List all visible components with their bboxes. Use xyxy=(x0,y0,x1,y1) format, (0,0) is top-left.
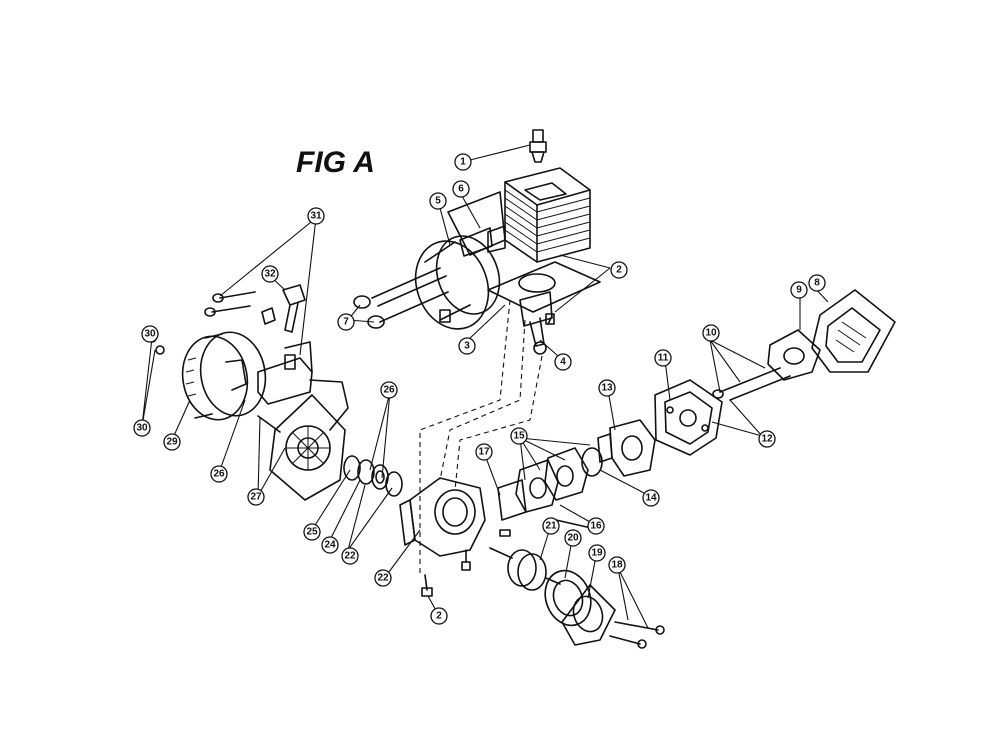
air-filter-element xyxy=(767,329,821,381)
svg-text:6: 6 xyxy=(458,184,464,195)
svg-text:30: 30 xyxy=(144,329,156,340)
flywheel xyxy=(147,331,267,421)
callout-6: 6 xyxy=(452,180,470,198)
figure-title: FIG A xyxy=(296,146,375,179)
callout-22-bottom: 22 xyxy=(374,569,392,587)
callout-18: 18 xyxy=(608,556,626,574)
svg-text:24: 24 xyxy=(324,540,336,551)
callout-8: 8 xyxy=(808,274,826,292)
callout-17: 17 xyxy=(475,443,493,461)
callout-15: 15 xyxy=(510,427,528,445)
svg-text:22: 22 xyxy=(344,551,356,562)
callout-30-bottom: 30 xyxy=(133,419,151,437)
callout-22-left: 22 xyxy=(341,547,359,565)
engine-shroud xyxy=(414,191,506,330)
svg-text:22: 22 xyxy=(377,573,389,584)
assembly-guide-lines xyxy=(419,299,543,575)
svg-text:15: 15 xyxy=(513,431,525,442)
crankshaft xyxy=(489,529,561,591)
callout-16: 16 xyxy=(587,517,605,535)
callout-14: 14 xyxy=(642,489,660,507)
mounting-bolts xyxy=(353,267,555,329)
svg-text:3: 3 xyxy=(464,341,470,352)
svg-text:19: 19 xyxy=(591,548,603,559)
callout-10: 10 xyxy=(702,324,720,342)
callout-5: 5 xyxy=(429,192,447,210)
callout-29: 29 xyxy=(163,433,181,451)
callout-24: 24 xyxy=(321,536,339,554)
svg-text:2: 2 xyxy=(436,611,442,622)
svg-text:11: 11 xyxy=(658,353,669,364)
svg-text:7: 7 xyxy=(343,317,349,328)
callout-20: 20 xyxy=(564,529,582,547)
svg-text:21: 21 xyxy=(545,521,557,532)
clutch-parts xyxy=(544,569,616,646)
callout-1: 1 xyxy=(454,153,472,171)
leader-lines xyxy=(141,144,829,629)
coil-screws xyxy=(204,291,256,317)
svg-text:26: 26 xyxy=(383,385,395,396)
callout-2-top: 2 xyxy=(610,261,628,279)
svg-text:27: 27 xyxy=(250,492,262,503)
svg-text:20: 20 xyxy=(567,533,579,544)
bearings-and-seals xyxy=(343,455,403,497)
svg-text:30: 30 xyxy=(136,423,148,434)
svg-text:12: 12 xyxy=(761,434,773,445)
svg-text:29: 29 xyxy=(166,437,178,448)
callout-31: 31 xyxy=(307,207,325,225)
svg-text:13: 13 xyxy=(601,383,613,394)
spark-plug xyxy=(529,129,547,163)
callout-13: 13 xyxy=(598,379,616,397)
callout-9: 9 xyxy=(790,281,808,299)
svg-text:9: 9 xyxy=(796,285,802,296)
callout-11: 11 xyxy=(654,349,672,367)
callout-27: 27 xyxy=(247,488,265,506)
carburetor xyxy=(597,419,656,477)
callout-19: 19 xyxy=(588,544,606,562)
svg-text:1: 1 xyxy=(460,157,466,168)
svg-text:16: 16 xyxy=(590,521,602,532)
callout-30-top: 30 xyxy=(141,325,159,343)
svg-text:18: 18 xyxy=(611,560,623,571)
svg-text:2: 2 xyxy=(616,265,622,276)
svg-text:32: 32 xyxy=(264,269,276,280)
callout-2-bottom: 2 xyxy=(430,607,448,625)
svg-text:4: 4 xyxy=(560,357,566,368)
piston xyxy=(519,291,553,355)
starter-plate xyxy=(257,394,346,501)
svg-text:26: 26 xyxy=(213,469,225,480)
air-filter-cover xyxy=(811,289,896,373)
clutch-screws xyxy=(609,621,665,649)
crankcase xyxy=(399,477,486,557)
svg-text:8: 8 xyxy=(814,278,820,289)
svg-text:17: 17 xyxy=(478,447,490,458)
callout-32: 32 xyxy=(261,265,279,283)
bottom-bolts xyxy=(421,549,471,597)
callout-25: 25 xyxy=(303,523,321,541)
svg-text:25: 25 xyxy=(306,527,318,538)
callout-12: 12 xyxy=(758,430,776,448)
cylinder-base-plate xyxy=(487,261,601,313)
spark-plug-boot xyxy=(261,284,306,333)
callout-4: 4 xyxy=(554,353,572,371)
long-bolts xyxy=(712,367,791,401)
ignition-coil xyxy=(257,341,349,431)
svg-text:31: 31 xyxy=(310,211,322,222)
air-box xyxy=(654,379,723,456)
callout-21: 21 xyxy=(542,517,560,535)
callout-3: 3 xyxy=(458,337,476,355)
svg-text:5: 5 xyxy=(435,196,441,207)
svg-text:14: 14 xyxy=(645,493,657,504)
callout-26-top: 26 xyxy=(380,381,398,399)
callout-26-left: 26 xyxy=(210,465,228,483)
svg-text:10: 10 xyxy=(705,328,717,339)
callout-7: 7 xyxy=(337,313,355,331)
cylinder xyxy=(487,167,591,263)
